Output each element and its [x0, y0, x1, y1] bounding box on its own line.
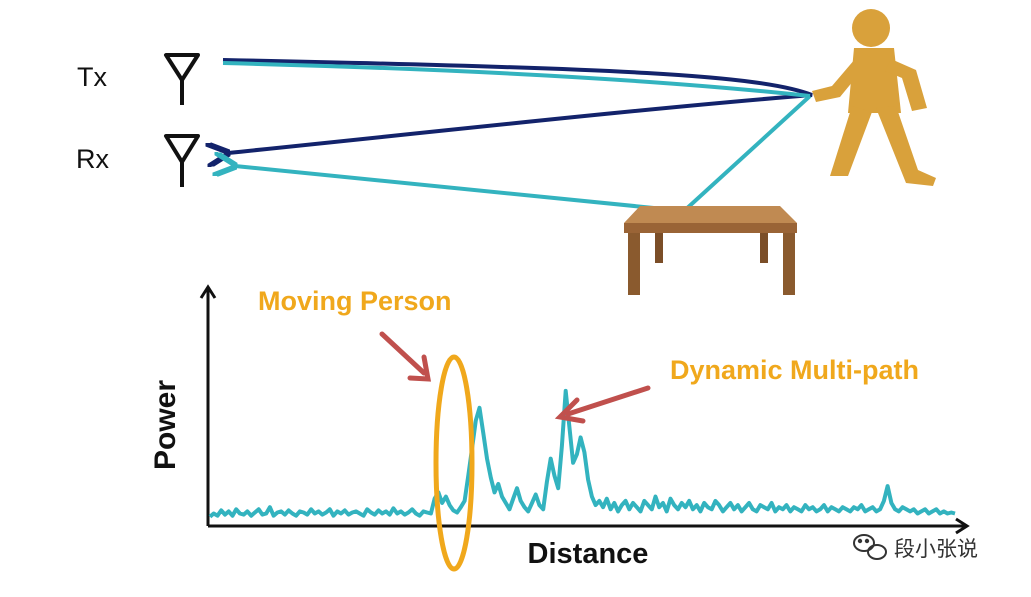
- moving-person-arrow: [382, 334, 428, 379]
- multipath-arrow: [560, 388, 648, 421]
- reflected-path-teal: [235, 96, 810, 211]
- walking-person-icon: [812, 9, 936, 186]
- tx-antenna-icon: [166, 55, 198, 105]
- moving-person-highlight: [436, 357, 472, 569]
- x-axis-label: Distance: [528, 538, 649, 570]
- rx-label: Rx: [76, 144, 109, 174]
- y-axis-label: Power: [149, 380, 182, 470]
- moving-person-label: Moving Person: [258, 286, 452, 316]
- tx-label: Tx: [77, 62, 107, 92]
- watermark-text: 段小张说: [894, 538, 978, 561]
- dynamic-multipath-label: Dynamic Multi-path: [670, 355, 919, 385]
- rx-antenna-icon: [166, 136, 198, 187]
- table-icon: [624, 206, 797, 295]
- wechat-watermark: 段小张说: [854, 535, 978, 561]
- wechat-icon: [854, 535, 886, 559]
